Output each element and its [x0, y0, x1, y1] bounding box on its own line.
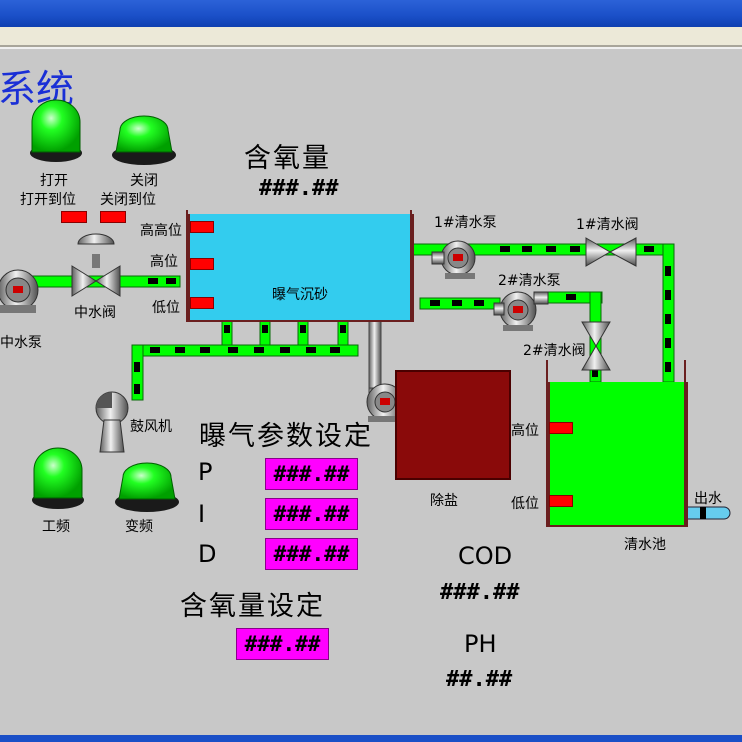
blower-icon [95, 391, 129, 453]
aeration-hh-label: 高高位 [140, 223, 182, 239]
i-label: I [198, 500, 206, 528]
clear-water-valve-1-label: 1#清水阀 [576, 217, 639, 233]
clear-pool-wall-right [684, 360, 686, 527]
p-setpoint-input[interactable]: ###.## [265, 458, 358, 490]
open-position-label: 打开到位 [20, 192, 76, 208]
oxygen-label: 含氧量 [244, 143, 331, 174]
blower-label: 鼓风机 [130, 419, 172, 435]
p-label: P [198, 458, 213, 486]
window-titlebar [0, 0, 742, 27]
clear-water-pump-2-label: 2#清水泵 [498, 273, 561, 289]
closed-lamp-label: 关闭 [130, 173, 158, 189]
clear-water-valve-2-icon [581, 321, 611, 371]
aeration-h-level-indicator [190, 258, 214, 270]
aeration-l-level-indicator [190, 297, 214, 309]
vfd-label: 变频 [125, 519, 153, 535]
closed-position-indicator [100, 211, 126, 223]
desalt-tank [395, 370, 511, 480]
inlet-pump-label: 中水泵 [0, 335, 42, 351]
aeration-tank-wall-left [186, 210, 188, 322]
line-frequency-lamp-icon [32, 447, 84, 509]
desalt-label: 除盐 [430, 493, 458, 509]
clear-pool-wall-left [546, 360, 548, 527]
taskbar-edge [0, 735, 742, 742]
valve-closed-lamp-icon [112, 115, 176, 165]
desalt-pump-icon [366, 383, 404, 422]
cod-value: ###.## [440, 580, 520, 605]
d-setpoint-input[interactable]: ###.## [265, 538, 358, 570]
aeration-tank-label: 曝气沉砂 [272, 287, 328, 303]
ph-value: ##.## [446, 667, 513, 692]
clear-pool-h-label: 高位 [511, 423, 539, 439]
d-label: D [198, 540, 217, 568]
clear-pool-label: 清水池 [624, 537, 666, 553]
panel-top-edge [0, 47, 742, 49]
inlet-valve-icon [71, 233, 121, 297]
aeration-hh-level-indicator [190, 221, 214, 233]
open-lamp-label: 打开 [40, 173, 68, 189]
aeration-h-label: 高位 [150, 254, 178, 270]
clear-pool-l-label: 低位 [511, 496, 539, 512]
menu-strip [0, 27, 742, 47]
clear-water-pump-1-label: 1#清水泵 [434, 215, 497, 231]
closed-position-label: 关闭到位 [100, 192, 156, 208]
clear-water-pump-1-icon [431, 240, 476, 279]
ph-label: PH [464, 630, 497, 658]
clear-pool-l-level-indicator [549, 495, 573, 507]
open-position-indicator [61, 211, 87, 223]
vfd-lamp-icon [115, 462, 179, 512]
aeration-l-label: 低位 [152, 300, 180, 316]
clear-water-valve-1-icon [585, 237, 637, 267]
aeration-manifold-pipes [131, 319, 359, 401]
oxygen-setpoint-input[interactable]: ###.## [236, 628, 329, 660]
aeration-params-title: 曝气参数设定 [199, 421, 373, 452]
aeration-tank-wall-right [410, 210, 412, 322]
inlet-valve-label: 中水阀 [74, 305, 116, 321]
clear-water-pump-2-icon [493, 291, 549, 331]
valve-open-lamp-icon [30, 99, 82, 162]
oxygen-value: ###.## [259, 176, 339, 201]
line-frequency-label: 工频 [42, 519, 70, 535]
clear-pool-h-level-indicator [549, 422, 573, 434]
outlet-label: 出水 [694, 491, 722, 507]
i-setpoint-input[interactable]: ###.## [265, 498, 358, 530]
clear-water-valve-2-label: 2#清水阀 [523, 343, 586, 359]
aeration-tank [188, 214, 414, 322]
oxygen-setpoint-title: 含氧量设定 [180, 591, 325, 622]
cod-label: COD [458, 542, 513, 570]
inlet-pump-icon [0, 269, 39, 313]
